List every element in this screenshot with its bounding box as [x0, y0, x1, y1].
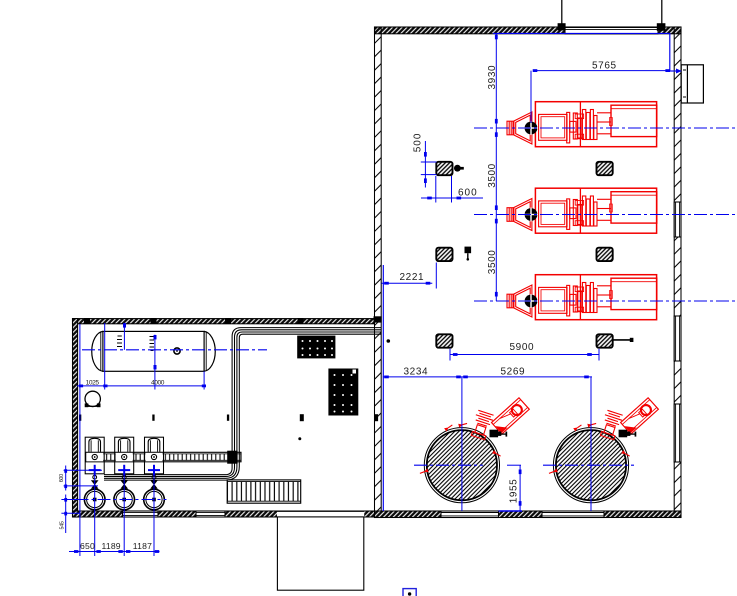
svg-text:5900: 5900 [510, 342, 535, 353]
svg-text:1189: 1189 [102, 541, 121, 551]
svg-text:4000: 4000 [151, 380, 165, 387]
svg-text:545: 545 [60, 521, 66, 529]
svg-text:3234: 3234 [404, 367, 429, 378]
svg-text:2221: 2221 [400, 272, 425, 283]
svg-text:600: 600 [458, 187, 478, 198]
svg-text:3930: 3930 [487, 65, 498, 90]
svg-text:3500: 3500 [487, 250, 498, 275]
svg-text:1025: 1025 [86, 380, 100, 387]
svg-text:650: 650 [80, 541, 95, 551]
svg-text:5269: 5269 [501, 367, 526, 378]
svg-text:3500: 3500 [487, 163, 498, 188]
svg-text:5765: 5765 [592, 60, 617, 71]
svg-text:500: 500 [412, 133, 423, 153]
svg-text:1955: 1955 [509, 479, 520, 504]
svg-text:1187: 1187 [133, 541, 152, 551]
svg-text:600: 600 [59, 474, 65, 482]
